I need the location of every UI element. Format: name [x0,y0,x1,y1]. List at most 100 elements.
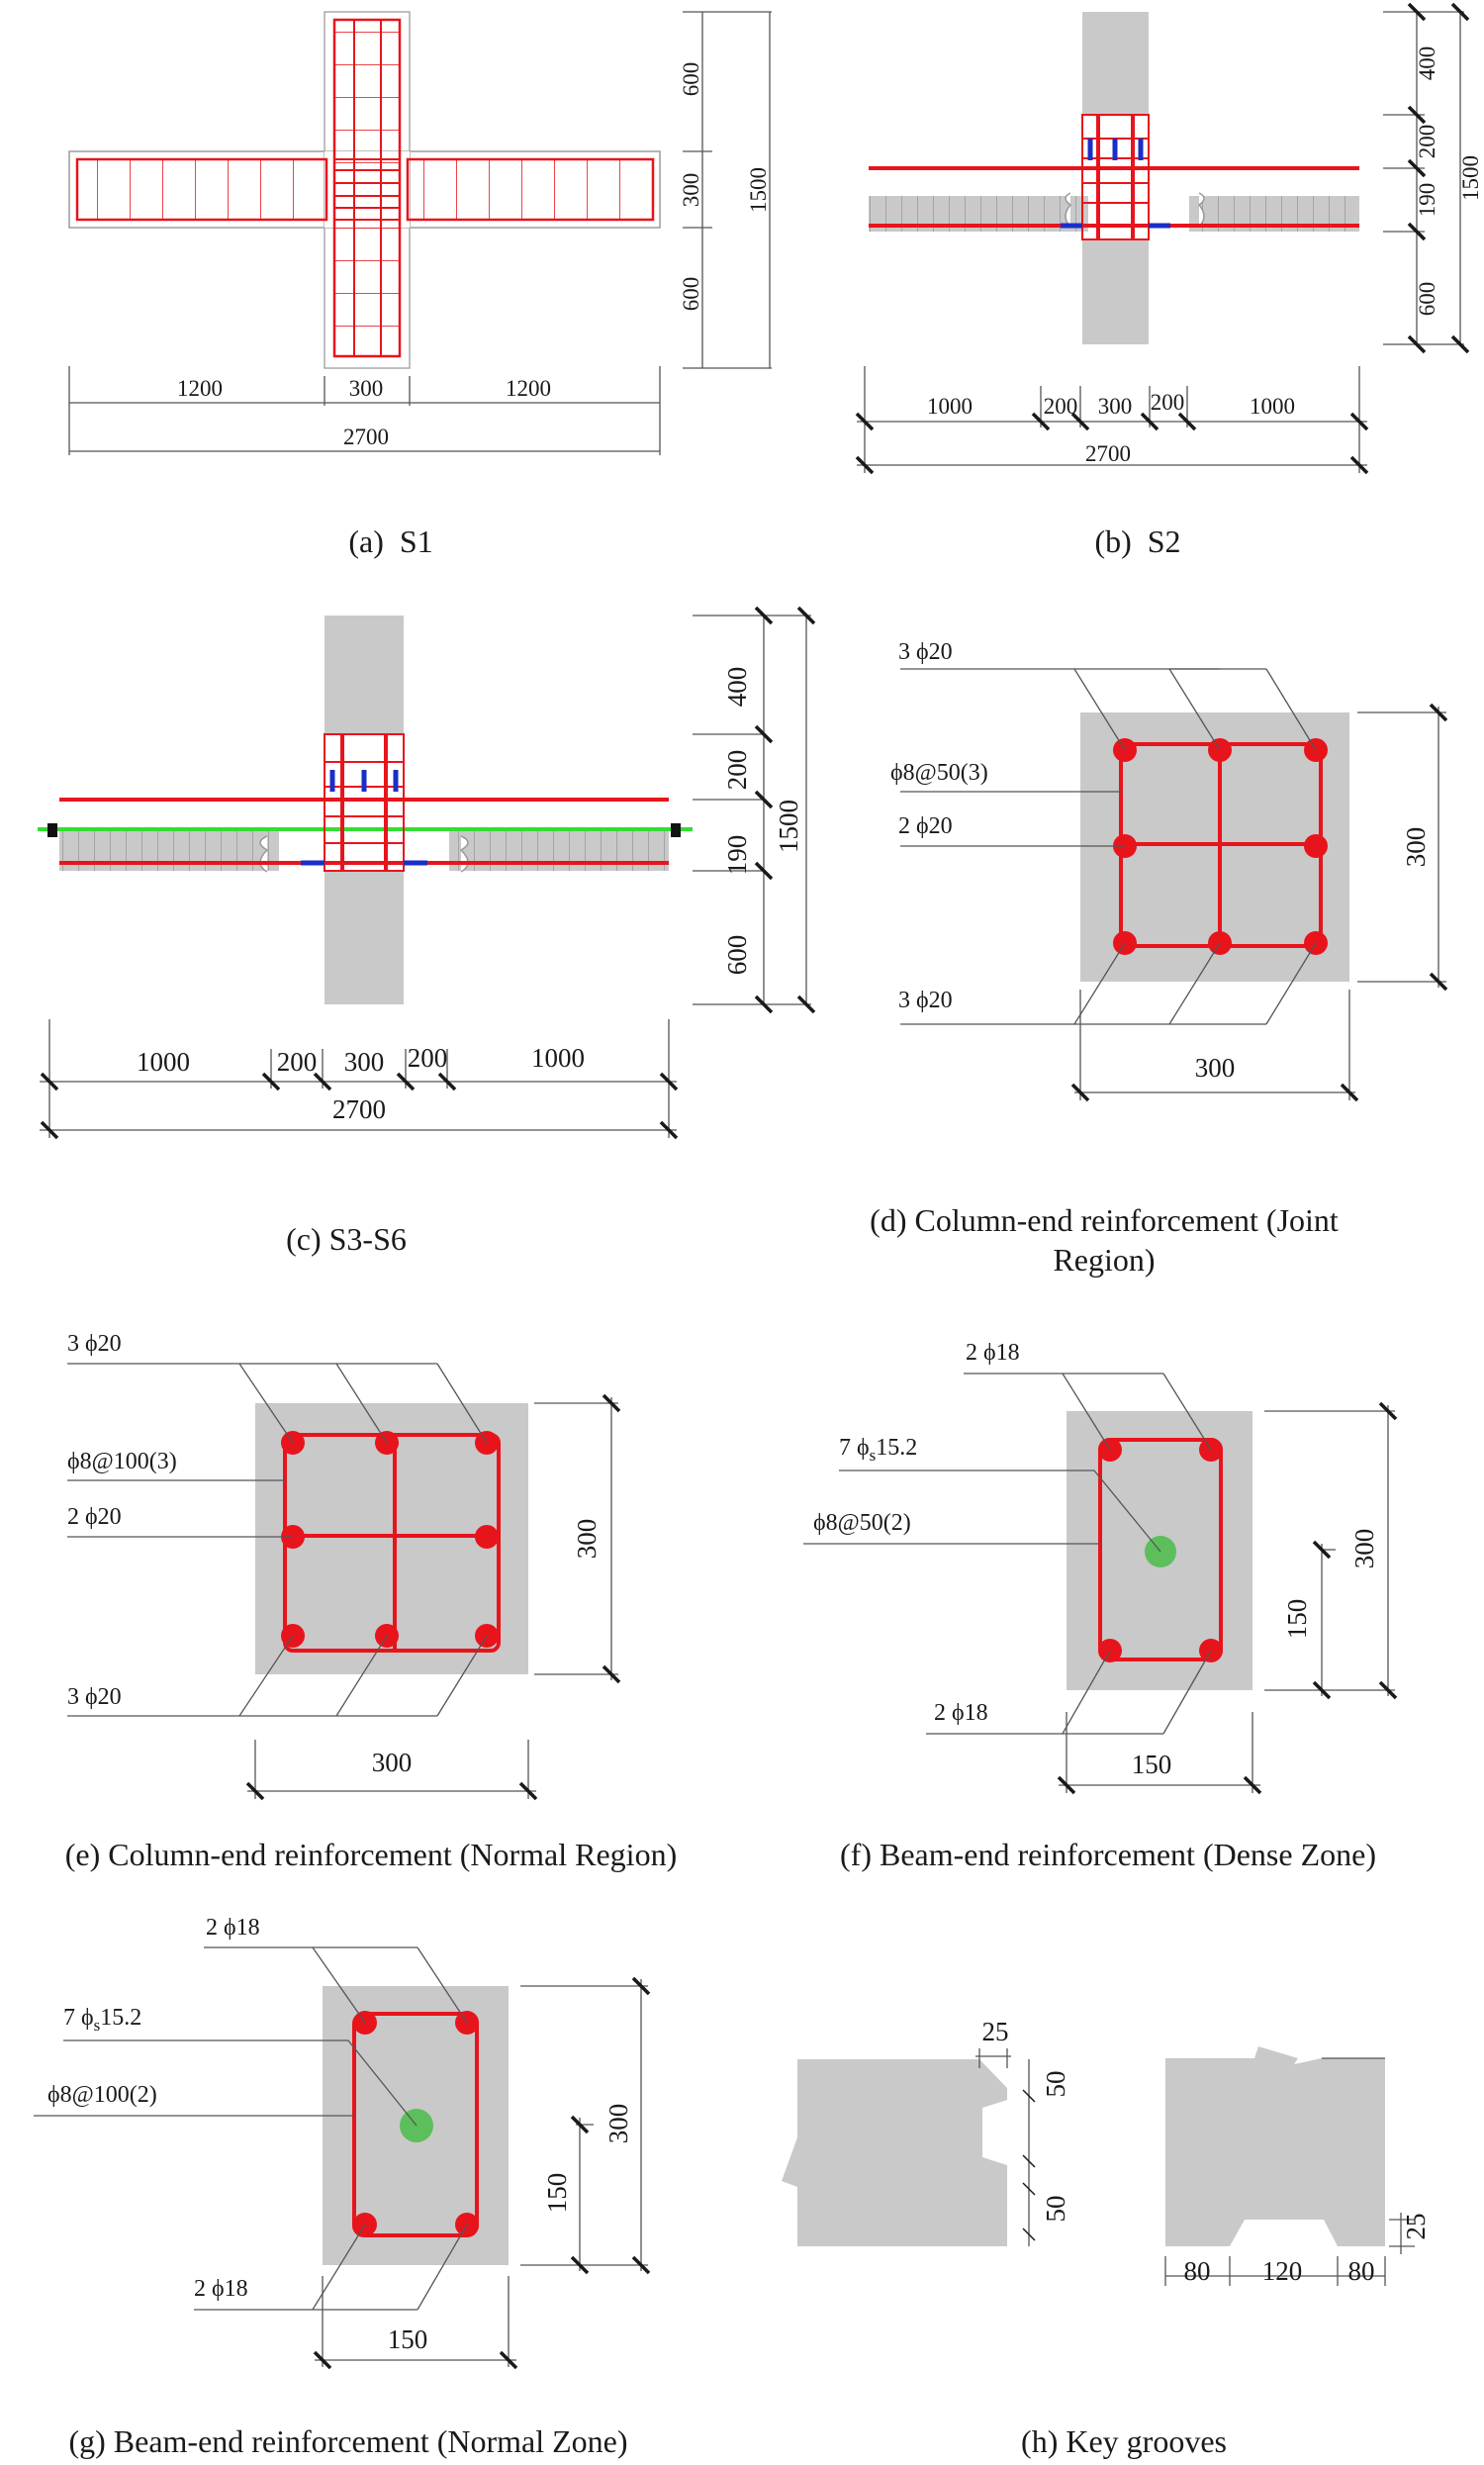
s3-dim-h3: 300 [344,1047,385,1077]
caption-f: (f) Beam-end reinforcement (Dense Zone) [840,1837,1376,1872]
panel-d-column-joint: 3 ϕ20 ϕ8@50(3) 2 ϕ20 3 ϕ20 300 300 (d) C… [870,639,1448,1278]
f-label-strand: 7 ϕs15.2 [839,1435,917,1465]
f-dimensions: 150 150 300 [1057,1401,1398,1795]
s2-specimen [869,12,1359,344]
s3-dim-h1: 1000 [137,1047,190,1077]
panel-h-key-grooves: 25 50 50 25 80 120 80 (h) Key grooves [782,2017,1431,2459]
h-right-dims: 25 80 120 80 [1164,2057,1431,2286]
s2-dim-h5: 1000 [1250,394,1295,419]
g-label-top-bars: 2 ϕ18 [206,1915,260,1941]
s2-dim-v4: 600 [1415,282,1439,317]
d-label-mid-bars: 2 ϕ20 [898,813,953,839]
f-strand-size: 15.2 [876,1435,917,1461]
g-label-stirrup: ϕ8@100(2) [47,2082,157,2108]
panel-e-column-normal: 3 ϕ20 ϕ8@100(3) 2 ϕ20 3 ϕ20 300 300 (e) … [65,1331,677,1872]
g-dimensions: 150 150 300 [313,1976,651,2370]
s1-dim-h3: 1200 [506,376,551,401]
g-strand-main: 7 ϕ [63,2005,94,2031]
d-label-top-bars: 3 ϕ20 [898,639,953,665]
f-label-bot-bars: 2 ϕ18 [934,1700,988,1726]
s3-dim-v1: 400 [722,667,752,708]
s1-dim-ht: 2700 [343,425,389,449]
s2-dim-h4: 200 [1151,390,1185,415]
caption-g: (g) Beam-end reinforcement (Normal Zone) [68,2423,627,2459]
e-label-mid-bars: 2 ϕ20 [67,1504,122,1530]
f-strand-sub: s [870,1446,877,1465]
s1-dim-h1: 1200 [177,376,223,401]
s1-dim-vt: 1500 [746,167,771,213]
s1-horizontal-dimensions: 1200 300 1200 2700 [68,366,661,455]
f-dim-v: 300 [1349,1529,1379,1569]
g-dim-v2: 150 [542,2173,572,2214]
h-left-block [782,2059,1007,2246]
s3-dim-v4: 600 [722,935,752,976]
panel-g-beam-normal: 2 ϕ18 7 ϕs15.2 ϕ8@100(2) 2 ϕ18 150 150 3… [34,1915,651,2459]
s3-dim-v3: 190 [722,835,752,876]
caption-b: (b) S2 [1094,523,1180,559]
h-dim-d1: 25 [982,2017,1009,2046]
s3-horizontal-dimensions: 1000 200 300 200 1000 2700 [40,1019,679,1140]
f-dim-h: 150 [1132,1750,1172,1779]
s3-dim-vt: 1500 [774,800,803,853]
s2-dim-v2: 200 [1415,125,1439,159]
s3-dim-h2: 200 [277,1047,318,1077]
h-dim-d5: 80 [1184,2256,1211,2286]
s3-dim-v2: 200 [722,750,752,791]
s2-dim-v1: 400 [1415,47,1439,81]
caption-d-line1: (d) Column-end reinforcement (Joint [870,1202,1339,1238]
s2-dim-h2: 200 [1044,394,1078,419]
panel-c-s3-s6: 400 200 190 600 1500 1000 200 300 200 10… [38,606,816,1257]
f-dim-v2: 150 [1282,1599,1312,1640]
e-dimensions: 300 300 [245,1393,621,1801]
s1-dim-v3: 600 [679,277,703,312]
s1-dim-h2: 300 [349,376,384,401]
caption-d-line2: Region) [1053,1242,1155,1278]
s1-specimen [68,11,661,369]
e-label-stirrup: ϕ8@100(3) [67,1449,177,1474]
s3-dim-ht: 2700 [332,1094,386,1124]
e-dim-v: 300 [572,1519,602,1560]
g-dim-h: 150 [388,2324,428,2354]
panel-a-s1: 600 300 600 1500 1200 300 1200 2700 (a) … [68,11,772,559]
f-leaders [803,1373,1212,1735]
s2-dim-vt: 1500 [1458,155,1483,201]
d-dim-v: 300 [1401,827,1431,868]
h-dim-d7: 80 [1348,2256,1375,2286]
d-leaders [900,668,1317,1025]
e-leaders [67,1363,488,1717]
s3-specimen [38,616,693,1004]
s1-dim-v1: 600 [679,62,703,97]
f-label-stirrup: ϕ8@50(2) [813,1510,911,1536]
panel-f-beam-dense: 2 ϕ18 7 ϕs15.2 ϕ8@50(2) 2 ϕ18 150 150 30… [803,1340,1398,1872]
s2-dim-v3: 190 [1415,183,1439,218]
s1-dim-v2: 300 [679,173,703,208]
e-dim-h: 300 [372,1748,413,1777]
e-label-top-bars: 3 ϕ20 [67,1331,122,1357]
h-dim-d4: 25 [1401,2214,1431,2240]
panel-b-s2: 400 200 190 600 1500 1000 200 300 200 10… [855,2,1483,559]
g-label-bot-bars: 2 ϕ18 [194,2276,248,2302]
h-left-dims: 25 50 50 [975,2017,1070,2246]
caption-e: (e) Column-end reinforcement (Normal Reg… [65,1837,677,1872]
s2-dim-ht: 2700 [1085,441,1131,466]
d-label-stirrup: ϕ8@50(3) [890,760,988,786]
g-leaders [34,1946,468,2311]
f-stirrup [1098,1438,1223,1661]
s1-vertical-dimensions: 600 300 600 1500 [679,11,772,369]
d-dimensions: 300 300 [1070,703,1448,1102]
f-label-top-bars: 2 ϕ18 [966,1340,1020,1366]
g-strand-size: 15.2 [100,2005,141,2031]
s3-vertical-dimensions: 400 200 190 600 1500 [693,606,816,1014]
caption-h: (h) Key grooves [1021,2423,1227,2459]
d-label-bot-bars: 3 ϕ20 [898,988,953,1013]
h-dim-d3: 50 [1041,2196,1070,2223]
s2-dim-h1: 1000 [927,394,973,419]
g-stirrup [352,2012,479,2237]
h-dim-d6: 120 [1262,2256,1303,2286]
s2-dim-h3: 300 [1098,394,1133,419]
s2-vertical-dimensions: 400 200 190 600 1500 [1383,2,1483,354]
s3-dim-h4: 200 [408,1043,448,1073]
g-label-strand: 7 ϕs15.2 [63,2005,141,2035]
g-dim-v: 300 [603,2104,633,2144]
